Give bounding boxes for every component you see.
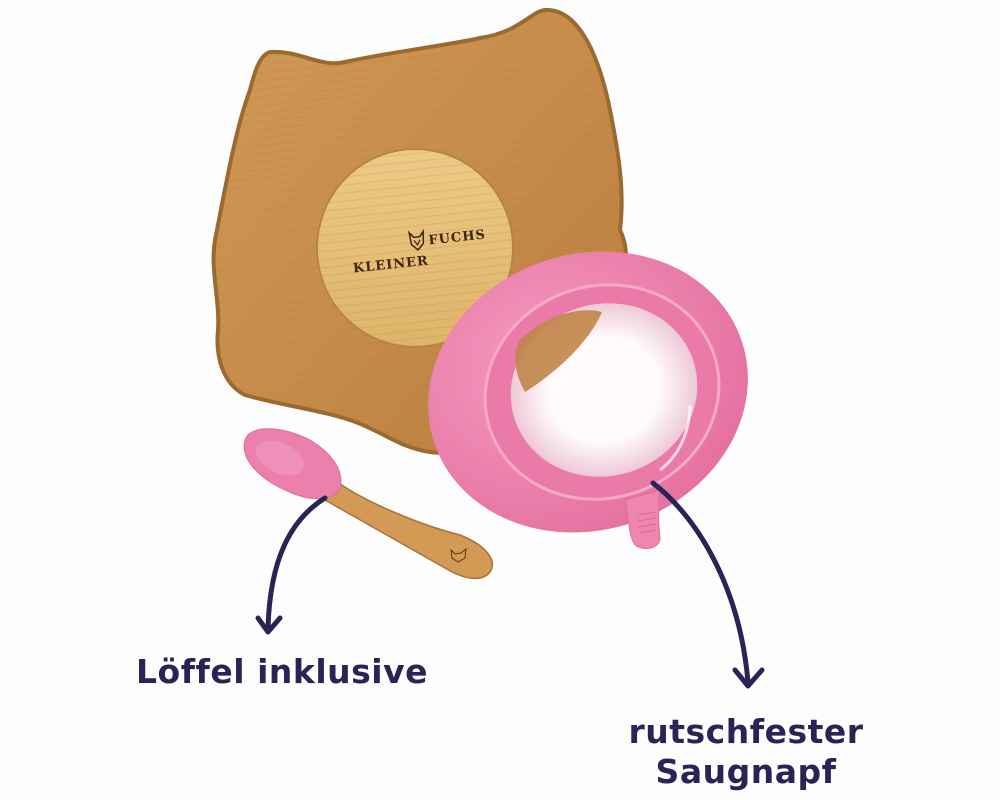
pink-suction-ring — [428, 251, 748, 549]
suction-label-line2: Saugnapf — [655, 752, 837, 791]
fox-head-icon — [408, 228, 425, 252]
suction-release-tab — [624, 489, 661, 549]
spoon-handle — [324, 478, 493, 580]
suction-cup-label: rutschfester Saugnapf — [626, 712, 866, 792]
arrow-to-spoon-label — [255, 495, 328, 635]
suction-label-line1: rutschfester — [628, 712, 864, 751]
fox-logo-icon — [450, 547, 467, 563]
spoon — [243, 428, 493, 580]
arrow-to-suction-label — [650, 480, 765, 689]
brand-engraving-right: FUCHS — [428, 228, 487, 249]
spoon-included-label: Löffel inklusive — [136, 652, 428, 691]
